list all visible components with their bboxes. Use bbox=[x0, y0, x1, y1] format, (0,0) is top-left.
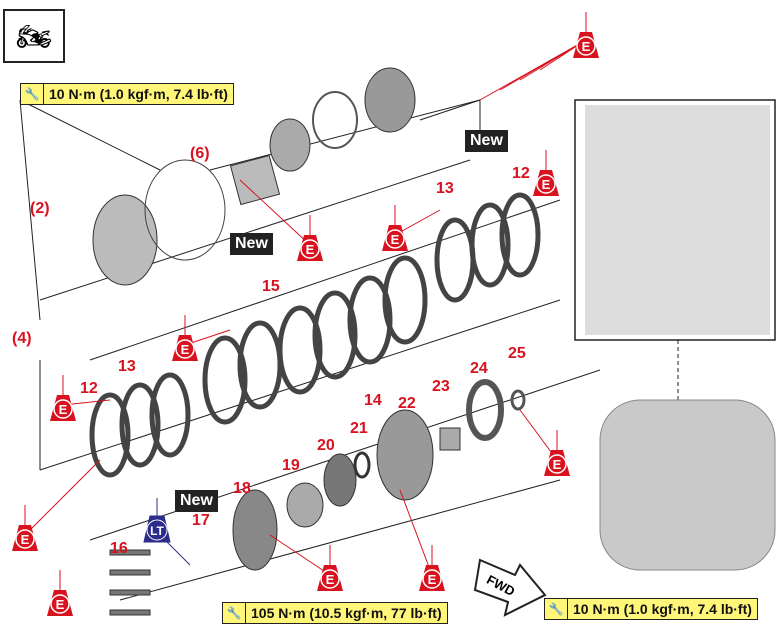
svg-text:E: E bbox=[21, 532, 30, 547]
engine-oil-icon: E bbox=[533, 150, 559, 196]
callout: 13 bbox=[118, 358, 136, 375]
callout: 21 bbox=[350, 420, 368, 437]
svg-text:E: E bbox=[306, 242, 315, 257]
torque-spec-push-lever-bolt: 🔧10 N·m (1.0 kgf·m, 7.4 lb·ft) bbox=[544, 598, 758, 620]
engine-oil-icon: E bbox=[317, 545, 343, 591]
callout: (2) bbox=[30, 200, 50, 217]
callout: 17 bbox=[192, 512, 210, 529]
callout: 12 bbox=[80, 380, 98, 397]
callout: 19 bbox=[282, 457, 300, 474]
engine-oil-icon: E bbox=[47, 570, 73, 616]
pressure-plate bbox=[364, 67, 416, 133]
new-part-badge: New bbox=[465, 130, 508, 152]
callout: 25 bbox=[508, 345, 526, 362]
callout: 12 bbox=[512, 165, 530, 182]
callout: 22 bbox=[398, 395, 416, 412]
engine-oil-icon: E bbox=[382, 205, 408, 251]
svg-text:E: E bbox=[59, 402, 68, 417]
callout: 20 bbox=[317, 437, 335, 454]
clutch-boss bbox=[232, 489, 278, 571]
engine-oil-icon: E bbox=[12, 505, 38, 551]
torque-wrench-icon: 🔧 bbox=[545, 599, 568, 619]
engine-detail-image bbox=[585, 105, 770, 335]
callout: 13 bbox=[436, 180, 454, 197]
svg-text:E: E bbox=[542, 177, 551, 192]
locking-agent-icon: LT bbox=[143, 498, 171, 543]
fwd-arrow-icon bbox=[473, 558, 547, 617]
svg-text:E: E bbox=[553, 457, 562, 472]
engine-oil-icon: E bbox=[50, 375, 76, 421]
engine-oil-icon: E bbox=[573, 12, 599, 58]
callout: 14 bbox=[364, 392, 382, 409]
callout: 15 bbox=[262, 278, 280, 295]
engine-oil-icon: E bbox=[544, 430, 570, 476]
svg-text:E: E bbox=[582, 39, 591, 54]
callout: 16 bbox=[110, 540, 128, 557]
svg-text:LT: LT bbox=[150, 524, 164, 538]
callout: 23 bbox=[432, 378, 450, 395]
torque-spec-cover-bolt: 🔧10 N·m (1.0 kgf·m, 7.4 lb·ft) bbox=[20, 83, 234, 105]
new-part-badge: New bbox=[230, 233, 273, 255]
new-part-badge: New bbox=[175, 490, 218, 512]
primary-driven-gear bbox=[376, 409, 434, 501]
callout: 18 bbox=[233, 480, 251, 497]
callout: (6) bbox=[190, 145, 210, 162]
svg-text:E: E bbox=[326, 572, 335, 587]
engine-image bbox=[599, 399, 776, 571]
engine-oil-icon: E bbox=[297, 215, 323, 261]
svg-text:E: E bbox=[181, 342, 190, 357]
svg-text:E: E bbox=[391, 232, 400, 247]
engine-oil-icon: E bbox=[172, 315, 198, 361]
engine-oil-icon: E bbox=[419, 545, 445, 591]
torque-wrench-icon: 🔧 bbox=[21, 84, 44, 104]
clutch-cover bbox=[92, 194, 158, 286]
svg-text:E: E bbox=[428, 572, 437, 587]
callout: (4) bbox=[12, 330, 32, 347]
svg-text:E: E bbox=[56, 597, 65, 612]
torque-spec-clutch-nut: 🔧105 N·m (10.5 kgf·m, 77 lb·ft) bbox=[222, 602, 448, 624]
torque-wrench-icon: 🔧 bbox=[223, 603, 246, 623]
motorcycle-icon: 🏍 bbox=[3, 9, 65, 63]
callout: 24 bbox=[470, 360, 488, 377]
